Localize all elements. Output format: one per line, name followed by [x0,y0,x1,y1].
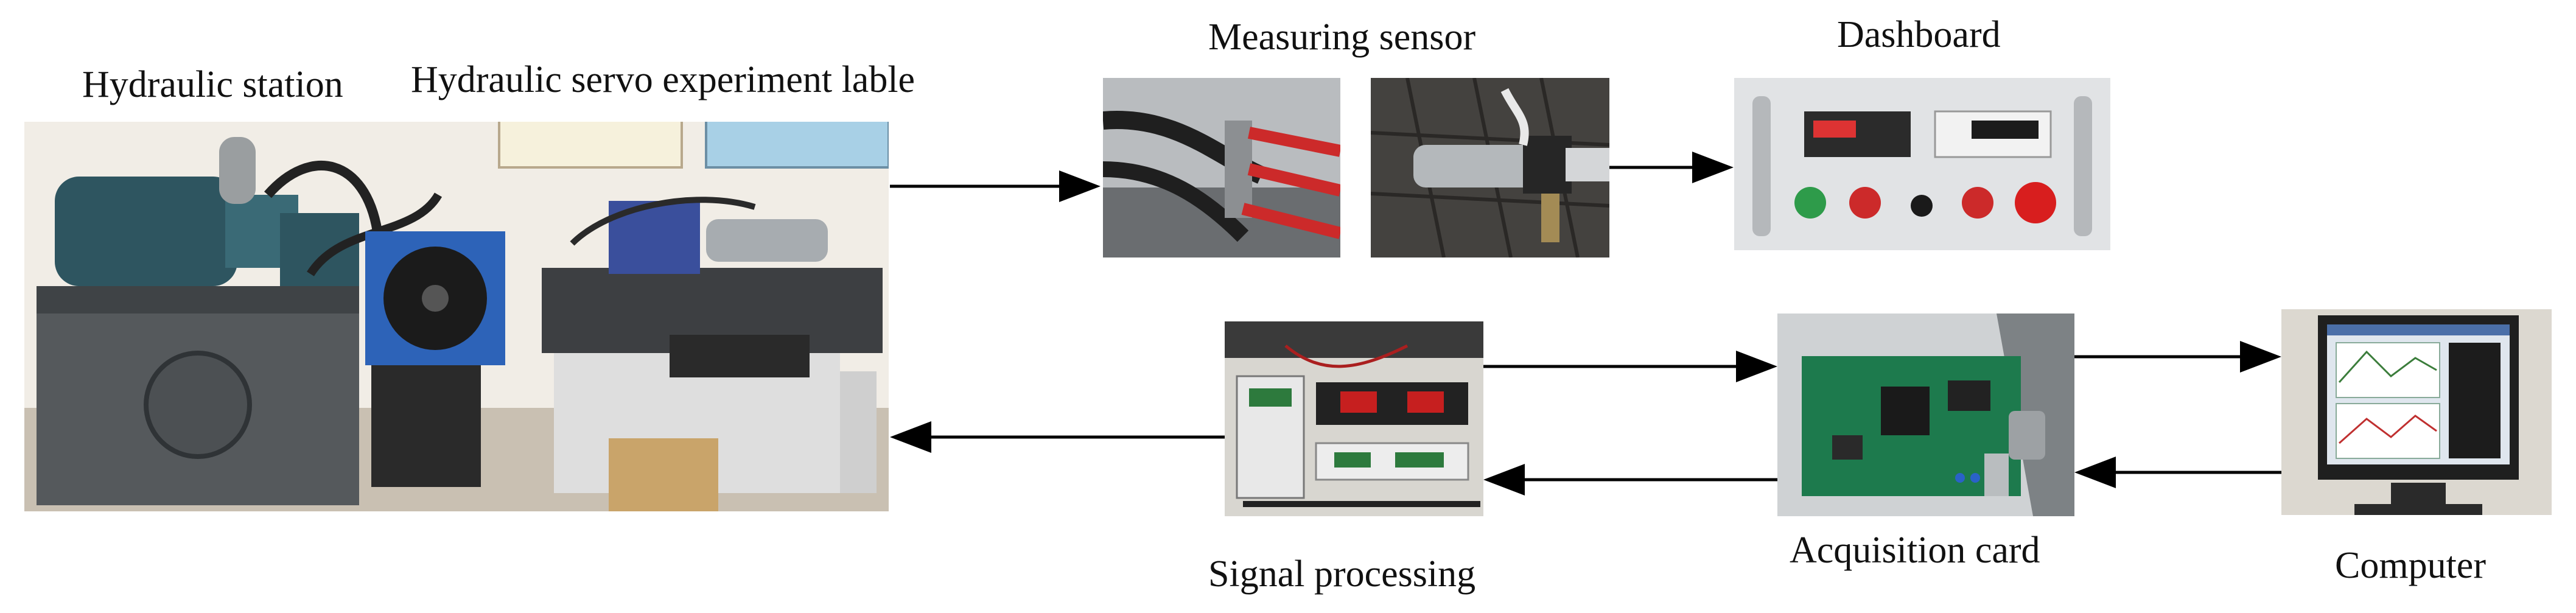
arrow-signal-to-card [1483,351,1777,382]
label-measuring-sensor: Measuring sensor [1208,16,1476,58]
arrow-card-to-computer [2074,341,2281,373]
label-acquisition-card: Acquisition card [1790,530,2040,571]
label-hydraulic-station: Hydraulic station [82,64,343,105]
photo-acquisition-card [1777,314,2074,516]
label-servo-experiment-table: Hydraulic servo experiment lable [411,59,915,100]
arrow-station-to-sensor [890,170,1101,202]
photo-signal-processing [1225,321,1483,516]
photo-computer [2281,309,2552,515]
arrow-computer-to-card [2074,457,2281,488]
arrow-signal-to-station [890,421,1225,453]
photo-hydraulic-system [24,122,889,511]
photo-measuring-sensor-2 [1371,78,1609,257]
arrow-card-to-signal [1483,464,1777,496]
arrow-sensor-to-dashboard [1609,152,1734,183]
label-signal-processing: Signal processing [1208,553,1476,595]
label-dashboard: Dashboard [1837,14,2001,55]
label-computer: Computer [2335,545,2486,586]
photo-dashboard [1734,78,2110,250]
photo-measuring-sensor-1 [1103,78,1340,257]
